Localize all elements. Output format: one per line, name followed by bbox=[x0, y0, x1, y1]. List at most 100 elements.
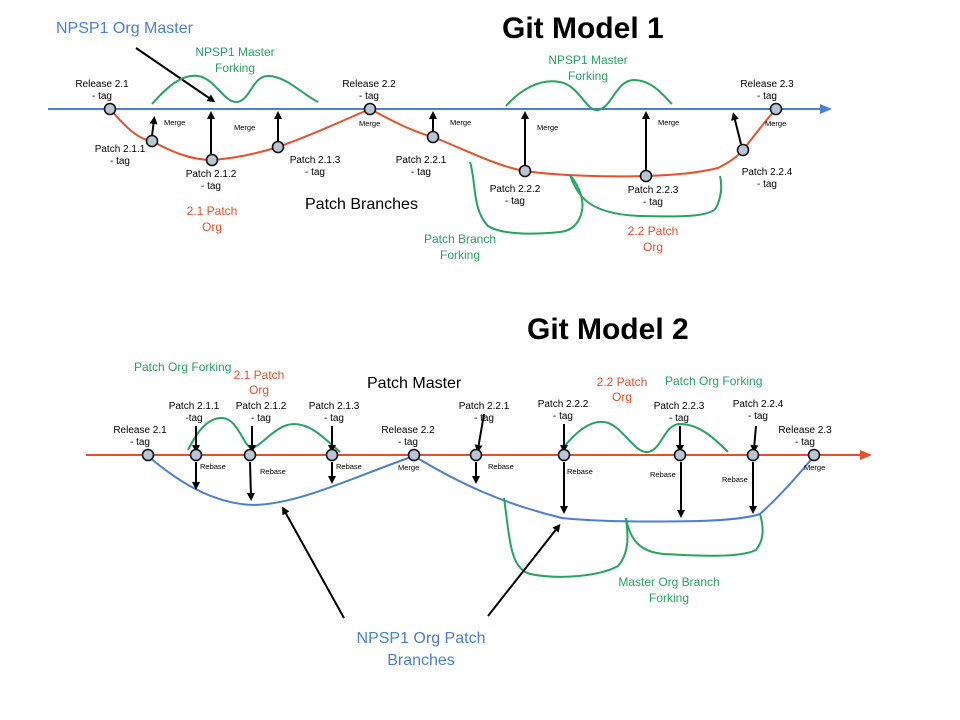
model2-patch-211-label: Patch 2.1.1 bbox=[169, 401, 220, 412]
model2-release-21-tag: - tag bbox=[130, 437, 150, 448]
model2-patch-223-label: Patch 2.2.3 bbox=[654, 401, 705, 412]
model1-patch-222-tag: - tag bbox=[505, 196, 525, 207]
model2-patch-221-tag: - tag bbox=[474, 413, 494, 424]
model2-patch-213-tag: - tag bbox=[324, 413, 344, 424]
model1-patch-221-label: Patch 2.2.1 bbox=[396, 155, 447, 166]
model1-patch-211-tag: - tag bbox=[110, 156, 130, 167]
model2-patch-222-label: Patch 2.2.2 bbox=[538, 399, 589, 410]
model2-release-22-tag: - tag bbox=[398, 437, 418, 448]
model1: Git Model 1 NPSP1 Org Master NPSP1 Maste… bbox=[48, 12, 832, 262]
model2-patch-org-22-line1: 2.2 Patch bbox=[597, 375, 648, 389]
model1-patch-org-22-curve bbox=[569, 174, 723, 218]
model1-patch-224-label: Patch 2.2.4 bbox=[742, 167, 793, 178]
model1-merge-label: Merge bbox=[359, 119, 380, 128]
model1-patch-223-node bbox=[639, 169, 653, 183]
model2-patch-212-label: Patch 2.1.2 bbox=[236, 401, 287, 412]
model1-master-forking-2-line1: NPSP1 Master bbox=[548, 53, 627, 67]
model2-master-org-branch-forking-curve bbox=[503, 497, 629, 578]
model2-patch-org-forking-2: Patch Org Forking bbox=[665, 374, 762, 388]
model2-org-patch-branches-line2: Branches bbox=[387, 652, 455, 669]
model2-rebase-label: Rebase bbox=[336, 462, 362, 471]
model2-patch-org-21-line2: Org bbox=[249, 383, 269, 397]
model1-patch-221-tag: - tag bbox=[411, 167, 431, 178]
model2-patch-221-label: Patch 2.2.1 bbox=[459, 401, 510, 412]
model2-rebase-label: Rebase bbox=[260, 467, 286, 476]
model1-master-forking-2-line2: Forking bbox=[568, 69, 608, 83]
model1-patch-213-tag: - tag bbox=[305, 167, 325, 178]
model2-master-org-branch-forking-curve-2 bbox=[625, 513, 764, 557]
model2-patch-224-label: Patch 2.2.4 bbox=[733, 399, 784, 410]
model1-patch-223-label: Patch 2.2.3 bbox=[628, 185, 679, 196]
model1-patch-222-label: Patch 2.2.2 bbox=[490, 184, 541, 195]
model1-merge-label: Merge bbox=[658, 118, 679, 127]
model1-title: Git Model 1 bbox=[502, 12, 664, 45]
model1-master-forking-1-line2: Forking bbox=[215, 61, 255, 75]
model2-patch-212-tag: - tag bbox=[251, 413, 271, 424]
model2-patch-org-forking-curve-2 bbox=[559, 420, 729, 454]
model2-release-23-tag: - tag bbox=[795, 437, 815, 448]
model1-patch-211-label: Patch 2.1.1 bbox=[95, 144, 146, 155]
model2-patch-211-tag: -tag bbox=[185, 413, 202, 424]
model2-rebase-label: Rebase bbox=[200, 462, 226, 471]
model1-patch-213-node bbox=[271, 140, 285, 154]
model1-release-22-node bbox=[363, 102, 377, 116]
model1-release-23-tag: - tag bbox=[757, 91, 777, 102]
model2-patch-212-node bbox=[243, 448, 257, 462]
model2-release-22-label: Release 2.2 bbox=[381, 425, 435, 436]
model1-merge-arrow-224 bbox=[731, 112, 742, 145]
model2-org-patch-pointer-1 bbox=[282, 506, 345, 619]
model1-patch-212-label: Patch 2.1.2 bbox=[186, 169, 237, 180]
model1-merge-arrow-211 bbox=[149, 116, 158, 137]
model1-release-21-node bbox=[103, 102, 117, 116]
model2-patch-org-22-line2: Org bbox=[612, 390, 632, 404]
model2-patch-org-forking-1: Patch Org Forking bbox=[134, 360, 231, 374]
model1-merge-label: Merge bbox=[450, 118, 471, 127]
model1-patch-branch-forking-curve bbox=[469, 161, 584, 235]
model1-patch-branch-forking-line1: Patch Branch bbox=[424, 232, 496, 246]
model2-rebase-label: Rebase bbox=[722, 475, 748, 484]
model1-patch-221-node bbox=[426, 130, 440, 144]
model2-patch-224-node bbox=[746, 448, 760, 462]
model2-patch-org-21-line1: 2.1 Patch bbox=[234, 368, 285, 382]
model1-merge-label: Merge bbox=[164, 118, 185, 127]
model1-release-22-tag: - tag bbox=[359, 91, 379, 102]
model2-title: Git Model 2 bbox=[527, 313, 689, 346]
model1-patch-223-tag: - tag bbox=[643, 197, 663, 208]
model2-patch-master-label: Patch Master bbox=[367, 375, 462, 392]
model2-arrow-221 bbox=[474, 413, 485, 453]
model2-patch-213-label: Patch 2.1.3 bbox=[309, 401, 360, 412]
model1-merge-label: Merge bbox=[765, 119, 786, 128]
model2-patch-223-node bbox=[673, 448, 687, 462]
model2: Git Model 2 Rebase Rebase Rebase Reba bbox=[86, 313, 872, 669]
model1-org-master-label: NPSP1 Org Master bbox=[56, 20, 194, 37]
model1-patch-224-tag: - tag bbox=[757, 179, 777, 190]
model2-patch-213-node bbox=[325, 448, 339, 462]
model1-patch-222-node bbox=[518, 164, 532, 178]
model2-release-23-label: Release 2.3 bbox=[778, 425, 832, 436]
model2-release-21-node bbox=[141, 448, 155, 462]
model1-patch-branch-21 bbox=[109, 108, 371, 162]
model1-patch-org-22-line2: Org bbox=[643, 240, 663, 254]
model1-release-23-node bbox=[769, 102, 783, 116]
model2-rebase-label: Rebase bbox=[567, 467, 593, 476]
model2-merge-label: Merge bbox=[804, 463, 825, 472]
model2-rebase-label: Rebase bbox=[488, 462, 514, 471]
model2-patch-222-tag: - tag bbox=[553, 411, 573, 422]
model1-patch-org-21-line1: 2.1 Patch bbox=[187, 204, 238, 218]
model2-org-patch-pointer-2 bbox=[487, 523, 561, 617]
model2-release-23-node bbox=[807, 448, 821, 462]
model2-patch-222-node bbox=[557, 448, 571, 462]
model1-patch-212-tag: - tag bbox=[201, 181, 221, 192]
model2-release-22-node bbox=[407, 448, 421, 462]
model2-patch-211-node bbox=[189, 448, 203, 462]
model2-master-org-branch-forking-line1: Master Org Branch bbox=[618, 575, 719, 589]
model2-rebase-label: Rebase bbox=[650, 470, 676, 479]
model1-patch-212-node bbox=[205, 153, 219, 167]
model1-release-23-label: Release 2.3 bbox=[740, 79, 794, 90]
model1-patch-213-label: Patch 2.1.3 bbox=[290, 155, 341, 166]
model2-release-21-label: Release 2.1 bbox=[113, 425, 167, 436]
model1-master-forking-curve-1 bbox=[151, 74, 319, 105]
model2-patch-223-tag: - tag bbox=[669, 413, 689, 424]
model2-arrow-224 bbox=[750, 425, 759, 453]
